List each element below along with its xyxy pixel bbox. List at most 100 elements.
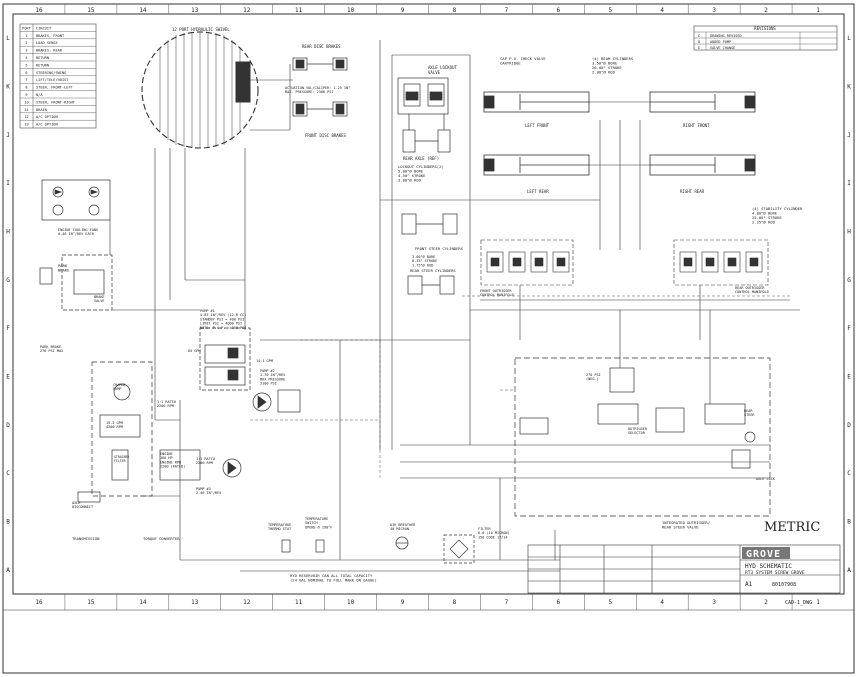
brake-valve xyxy=(39,254,113,311)
column-index: 8 xyxy=(453,7,457,14)
port-circuit: RETURN xyxy=(36,56,49,60)
beam-cylinder-right-front xyxy=(649,91,756,113)
column-index: 10 xyxy=(347,599,355,606)
row-index: C xyxy=(847,470,851,477)
row-index: I xyxy=(6,180,10,187)
column-index: 7 xyxy=(505,599,509,606)
revision-row: D xyxy=(698,40,700,44)
port-circuit: LIFT/TELE/HOIST xyxy=(36,78,69,82)
port-number: 9 xyxy=(25,93,27,97)
column-index: 8 xyxy=(453,599,457,606)
port-number: 12 xyxy=(24,115,28,119)
rear-disc-brakes: REAR DISC BRAKES xyxy=(292,44,348,71)
row-index: K xyxy=(847,84,851,91)
revision-row: DRAWING REVISED xyxy=(710,34,742,38)
row-index: F xyxy=(847,325,851,332)
left-rear-label: LEFT REAR xyxy=(527,189,549,194)
port-number: 11 xyxy=(24,108,28,112)
column-index: 5 xyxy=(608,599,612,606)
port-number: 13 xyxy=(24,123,28,127)
port-circuit: BRAKES, REAR xyxy=(36,49,63,53)
column-index: 10 xyxy=(347,7,355,14)
port-number: PORT xyxy=(22,26,31,30)
beam-cylinder-left-front xyxy=(483,91,590,113)
gpm-main-label: 65 GPM xyxy=(188,349,201,353)
column-index: 7 xyxy=(505,7,509,14)
row-index: D xyxy=(847,422,851,429)
row-index: I xyxy=(847,180,851,187)
right-rear-label: RIGHT REAR xyxy=(680,189,705,194)
port-circuit: LOAD SENSE xyxy=(36,41,58,45)
converter-label: TORQUE CONVERTER xyxy=(143,536,180,541)
port-number: 1 xyxy=(25,34,27,38)
outrigger-valve-label: INTEGRATED OUTRIGGER/REAR STEER VALVE xyxy=(662,520,710,530)
drawing-title: HYD SCHEMATIC xyxy=(745,563,792,570)
row-index: C xyxy=(6,470,10,477)
row-index: A xyxy=(6,567,10,574)
column-index: 2 xyxy=(764,599,768,606)
column-index: 1 xyxy=(816,599,820,606)
column-index: 4 xyxy=(660,599,664,606)
engine-cooling-fans xyxy=(41,179,111,221)
rear-steer-label: REAR STEER CYLINDERS xyxy=(410,268,456,273)
revision-title: REVISIONS xyxy=(754,26,776,31)
port-number: 5 xyxy=(25,63,27,67)
pressure-270-label: 270 PSI(NEG.) xyxy=(586,373,601,381)
column-index: 11 xyxy=(295,599,303,606)
air-breather xyxy=(395,536,409,550)
temperature-sender xyxy=(281,539,291,553)
port-circuit: N/A xyxy=(36,93,43,97)
column-index: 13 xyxy=(191,7,199,14)
rear-steer-cylinders xyxy=(407,275,455,295)
row-index: B xyxy=(847,519,851,526)
port-circuit: BRAKES, FRONT xyxy=(36,34,65,38)
revision-row: ADDED PUMP xyxy=(710,40,731,44)
port-circuit: STEER, FRONT-RIGHT xyxy=(36,100,76,104)
row-index: E xyxy=(847,374,851,381)
row-index: G xyxy=(847,277,851,284)
axle-lock-label: AXLE LOCK xyxy=(756,477,776,481)
temperature-switch xyxy=(315,539,325,553)
pump-1-block xyxy=(199,327,251,391)
row-index: B xyxy=(6,519,10,526)
revision-row: VALVE CHANGE xyxy=(710,46,735,50)
port-number: 2 xyxy=(25,41,27,45)
hydraulic-swivel xyxy=(141,31,259,149)
port-circuit: DRAIN xyxy=(36,108,47,112)
front-disc-brakes-label: FRONT DISC BRAKES xyxy=(305,133,347,138)
front-outrigger-manifold xyxy=(480,239,574,286)
row-index: J xyxy=(6,132,10,139)
title-block xyxy=(527,544,841,594)
column-index: 12 xyxy=(243,7,251,14)
column-index: 3 xyxy=(712,7,716,14)
port-number: 6 xyxy=(25,71,27,75)
transmission-block xyxy=(77,361,153,503)
row-index: A xyxy=(847,567,851,574)
column-index: 15 xyxy=(87,599,95,606)
drawing-number: 80107908 xyxy=(772,582,796,588)
gpm-side-label: 14.1 GPM xyxy=(256,359,273,363)
row-index: L xyxy=(847,35,851,42)
column-index: 13 xyxy=(191,599,199,606)
column-index: 6 xyxy=(557,599,561,606)
